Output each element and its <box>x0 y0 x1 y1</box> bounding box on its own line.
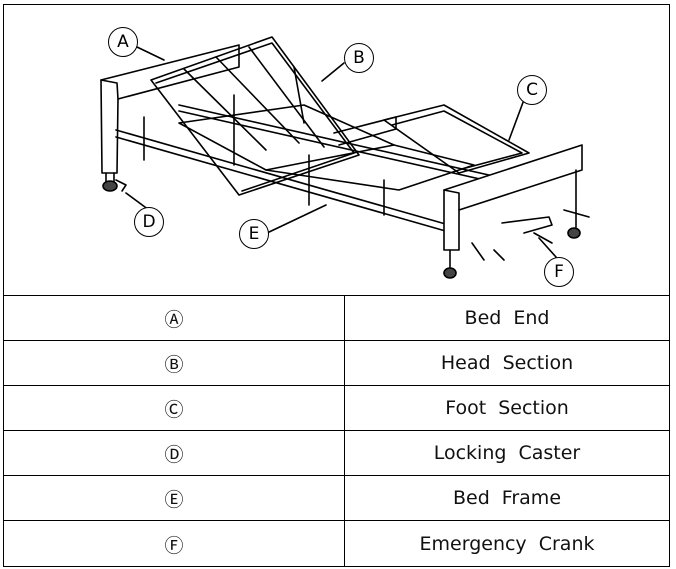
legend-row: Ⓕ Emergency Crank <box>4 521 669 567</box>
bed-illustration: A B C D E F <box>4 5 669 296</box>
legend-symbol: Ⓒ <box>4 386 345 430</box>
callout-c: C <box>517 75 547 105</box>
legend-label: Bed End <box>464 307 550 329</box>
callout-a: A <box>108 27 138 57</box>
callout-f: F <box>544 257 574 287</box>
callout-e: E <box>239 219 269 249</box>
legend-label: Emergency Crank <box>419 533 595 555</box>
foot-bed-end <box>443 144 590 279</box>
legend-row: Ⓐ Bed End <box>4 296 669 341</box>
legend-label: Locking Caster <box>433 442 581 464</box>
locking-caster-drawing <box>102 179 127 192</box>
legend-symbol: Ⓕ <box>4 521 345 567</box>
diagram-table: A B C D E F Ⓐ Bed End Ⓑ Head Section Ⓒ F… <box>3 4 670 567</box>
legend-row: Ⓑ Head Section <box>4 341 669 386</box>
legend-row: Ⓒ Foot Section <box>4 386 669 431</box>
bed-drawing <box>100 36 590 279</box>
legend-symbol: Ⓔ <box>4 476 345 520</box>
foot-section-drawing <box>333 104 530 174</box>
legend-label: Foot Section <box>445 397 569 419</box>
callout-d: D <box>134 207 164 237</box>
legend-label: Bed Frame <box>452 487 562 509</box>
legend-row: Ⓔ Bed Frame <box>4 476 669 521</box>
legend-row: Ⓓ Locking Caster <box>4 431 669 476</box>
legend-symbol: Ⓐ <box>4 296 345 340</box>
legend-label: Head Section <box>440 352 574 374</box>
legend-table: Ⓐ Bed End Ⓑ Head Section Ⓒ Foot Section … <box>4 296 669 567</box>
emergency-crank-drawing <box>471 216 553 261</box>
callout-b: B <box>344 43 374 73</box>
legend-symbol: Ⓑ <box>4 341 345 385</box>
legend-symbol: Ⓓ <box>4 431 345 475</box>
